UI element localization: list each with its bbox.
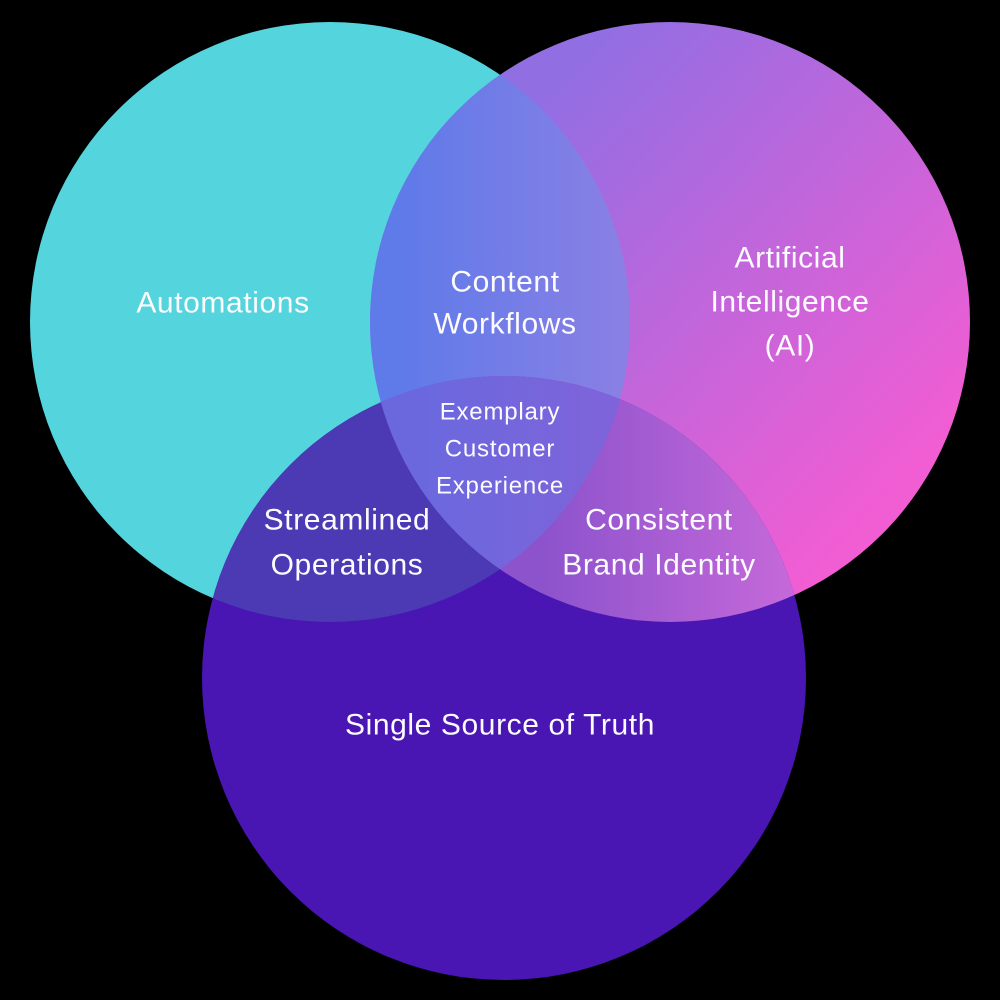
label-consistent-brand-identity-line1: Consistent xyxy=(585,504,733,537)
overlap-pink-purple-fill xyxy=(370,376,806,622)
label-consistent-brand-identity-line2: Brand Identity xyxy=(562,549,756,582)
label-exemplary-customer-experience-line2: Customer xyxy=(445,436,555,463)
label-exemplary-customer-experience-line1: Exemplary xyxy=(440,399,561,426)
overlap-teal-purple-fill xyxy=(202,376,630,622)
label-artificial-intelligence-line1: Artificial xyxy=(734,242,845,275)
label-single-source-of-truth: Single Source of Truth xyxy=(345,709,655,742)
label-content-workflows-line2: Workflows xyxy=(433,308,576,341)
overlap-region-streamlined-operations xyxy=(202,376,630,622)
label-streamlined-operations-line2: Operations xyxy=(271,549,424,582)
label-artificial-intelligence-line3: (AI) xyxy=(765,330,816,363)
label-automations: Automations xyxy=(136,287,309,320)
label-streamlined-operations-line1: Streamlined xyxy=(264,504,431,537)
label-artificial-intelligence-line2: Intelligence xyxy=(711,286,870,319)
label-content-workflows-line1: Content xyxy=(450,266,559,299)
label-exemplary-customer-experience-line3: Experience xyxy=(436,473,564,500)
overlap-region-consistent-brand-identity xyxy=(370,376,806,622)
